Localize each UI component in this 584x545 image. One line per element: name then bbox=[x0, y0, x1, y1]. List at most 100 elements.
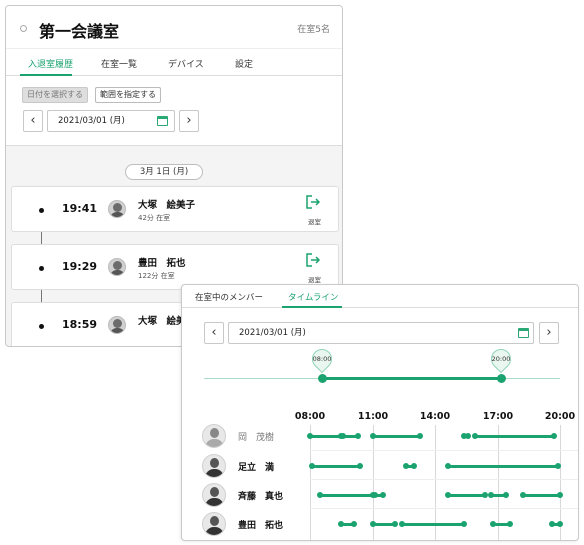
member-row: 斉藤 真也 bbox=[182, 483, 312, 509]
exit-label: 退室 bbox=[308, 276, 321, 284]
exit-icon bbox=[306, 253, 320, 267]
gridline bbox=[498, 425, 499, 540]
next-date-button[interactable]: › bbox=[539, 322, 559, 344]
date-field[interactable]: 2021/03/01 (月) bbox=[47, 110, 175, 132]
presence-point bbox=[502, 492, 509, 498]
presence-segment bbox=[522, 494, 560, 497]
presence-point bbox=[444, 492, 451, 498]
tab-settings[interactable]: 設定 bbox=[235, 60, 254, 70]
chevron-left-icon: ‹ bbox=[30, 113, 36, 128]
axis-tick-label: 20:00 bbox=[544, 411, 576, 422]
presence-point bbox=[557, 521, 563, 527]
avatar bbox=[108, 200, 126, 218]
tab-history[interactable]: 入退室履歴 bbox=[28, 60, 74, 70]
member-name: 豊田 拓也 bbox=[238, 521, 284, 531]
entry-time: 18:59 bbox=[62, 318, 98, 331]
presence-point bbox=[461, 433, 468, 439]
range-end-handle[interactable] bbox=[497, 374, 506, 383]
row-divider bbox=[310, 450, 578, 451]
member-row: 豊田 拓也 bbox=[182, 512, 312, 538]
presence-point bbox=[465, 433, 472, 439]
presence-segment bbox=[491, 494, 506, 497]
range-slider-selection bbox=[322, 377, 502, 380]
member-row: 岡 茂樹 bbox=[182, 424, 312, 450]
tab-occupancy-list[interactable]: 在室一覧 bbox=[101, 60, 138, 70]
date-separator: 3月 1日 (月) bbox=[125, 164, 203, 180]
range-end-label: 20:00 bbox=[491, 355, 511, 363]
timeline-dot bbox=[39, 208, 44, 213]
avatar bbox=[202, 483, 226, 507]
avatar bbox=[202, 512, 226, 536]
member-name: 斉藤 真也 bbox=[238, 492, 284, 502]
room-tabs: 入退室履歴 在室一覧 デバイス 設定 bbox=[6, 48, 342, 76]
member-name: 岡 茂樹 bbox=[238, 433, 275, 443]
prev-date-button[interactable]: ‹ bbox=[23, 110, 43, 132]
presence-segment bbox=[474, 435, 554, 438]
room-header: 第一会議室 在室5名 入退室履歴 在室一覧 デバイス 設定 日付を選択する 範囲… bbox=[6, 6, 342, 146]
presence-point bbox=[402, 463, 409, 469]
axis-tick-label: 17:00 bbox=[482, 411, 514, 422]
date-value: 2021/03/01 (月) bbox=[58, 116, 125, 126]
avatar bbox=[202, 454, 226, 478]
select-date-button[interactable]: 日付を選択する bbox=[22, 87, 88, 103]
room-status-icon bbox=[20, 25, 27, 32]
presence-point bbox=[369, 521, 376, 527]
timeline-tabs: 在室中のメンバー タイムライン bbox=[182, 285, 578, 308]
chevron-right-icon: › bbox=[186, 113, 192, 128]
tab-current-members[interactable]: 在室中のメンバー bbox=[195, 293, 264, 303]
room-occupancy-count: 在室5名 bbox=[297, 25, 330, 35]
presence-segment bbox=[447, 465, 558, 468]
presence-point bbox=[482, 492, 488, 498]
date-field[interactable]: 2021/03/01 (月) bbox=[228, 322, 534, 344]
presence-point bbox=[444, 463, 451, 469]
date-value: 2021/03/01 (月) bbox=[239, 328, 306, 338]
room-title: 第一会議室 bbox=[39, 22, 120, 41]
presence-segment bbox=[372, 435, 421, 438]
presence-point bbox=[471, 433, 478, 439]
history-entry[interactable]: 19:29 豊田 拓也 122分 在室 退室 bbox=[11, 244, 339, 290]
presence-point bbox=[379, 492, 386, 498]
presence-segment bbox=[447, 494, 485, 497]
presence-segment bbox=[310, 435, 342, 438]
presence-point bbox=[392, 521, 399, 527]
presence-segment bbox=[341, 523, 354, 526]
presence-point bbox=[488, 492, 495, 498]
entry-name: 豊田 拓也 bbox=[138, 258, 186, 269]
tab-devices[interactable]: デバイス bbox=[168, 60, 204, 70]
presence-point bbox=[338, 521, 345, 527]
entry-duration: 122分 在室 bbox=[138, 272, 175, 280]
presence-point bbox=[557, 492, 563, 498]
chevron-right-icon: › bbox=[546, 325, 552, 340]
history-entry[interactable]: 19:41 大塚 絵美子 42分 在室 退室 bbox=[11, 186, 339, 232]
member-name: 足立 満 bbox=[238, 463, 275, 473]
prev-date-button[interactable]: ‹ bbox=[204, 322, 224, 344]
range-start-handle[interactable] bbox=[318, 374, 327, 383]
axis-tick-label: 08:00 bbox=[294, 411, 326, 422]
presence-segment bbox=[493, 523, 510, 526]
presence-point bbox=[354, 433, 361, 439]
avatar bbox=[108, 316, 126, 334]
gridline bbox=[560, 425, 561, 540]
calendar-icon[interactable] bbox=[518, 328, 529, 338]
presence-point bbox=[371, 492, 378, 498]
active-tab-indicator bbox=[282, 306, 342, 308]
presence-point bbox=[340, 433, 347, 439]
presence-point bbox=[357, 463, 363, 469]
entry-time: 19:41 bbox=[62, 202, 98, 215]
presence-point bbox=[307, 433, 313, 439]
calendar-icon[interactable] bbox=[157, 116, 168, 126]
axis-tick-label: 11:00 bbox=[357, 411, 389, 422]
presence-point bbox=[350, 521, 357, 527]
entry-duration: 42分 在室 bbox=[138, 214, 171, 222]
presence-segment bbox=[312, 465, 360, 468]
gridline bbox=[373, 425, 374, 540]
specify-range-button[interactable]: 範囲を指定する bbox=[95, 87, 161, 103]
presence-point bbox=[309, 463, 316, 469]
timeline-dot bbox=[39, 266, 44, 271]
presence-point bbox=[550, 433, 557, 439]
tab-timeline[interactable]: タイムライン bbox=[288, 293, 339, 303]
presence-segment bbox=[401, 523, 465, 526]
next-date-button[interactable]: › bbox=[179, 110, 199, 132]
entry-name: 大塚 絵美子 bbox=[138, 200, 196, 211]
axis-tick-label: 14:00 bbox=[419, 411, 451, 422]
